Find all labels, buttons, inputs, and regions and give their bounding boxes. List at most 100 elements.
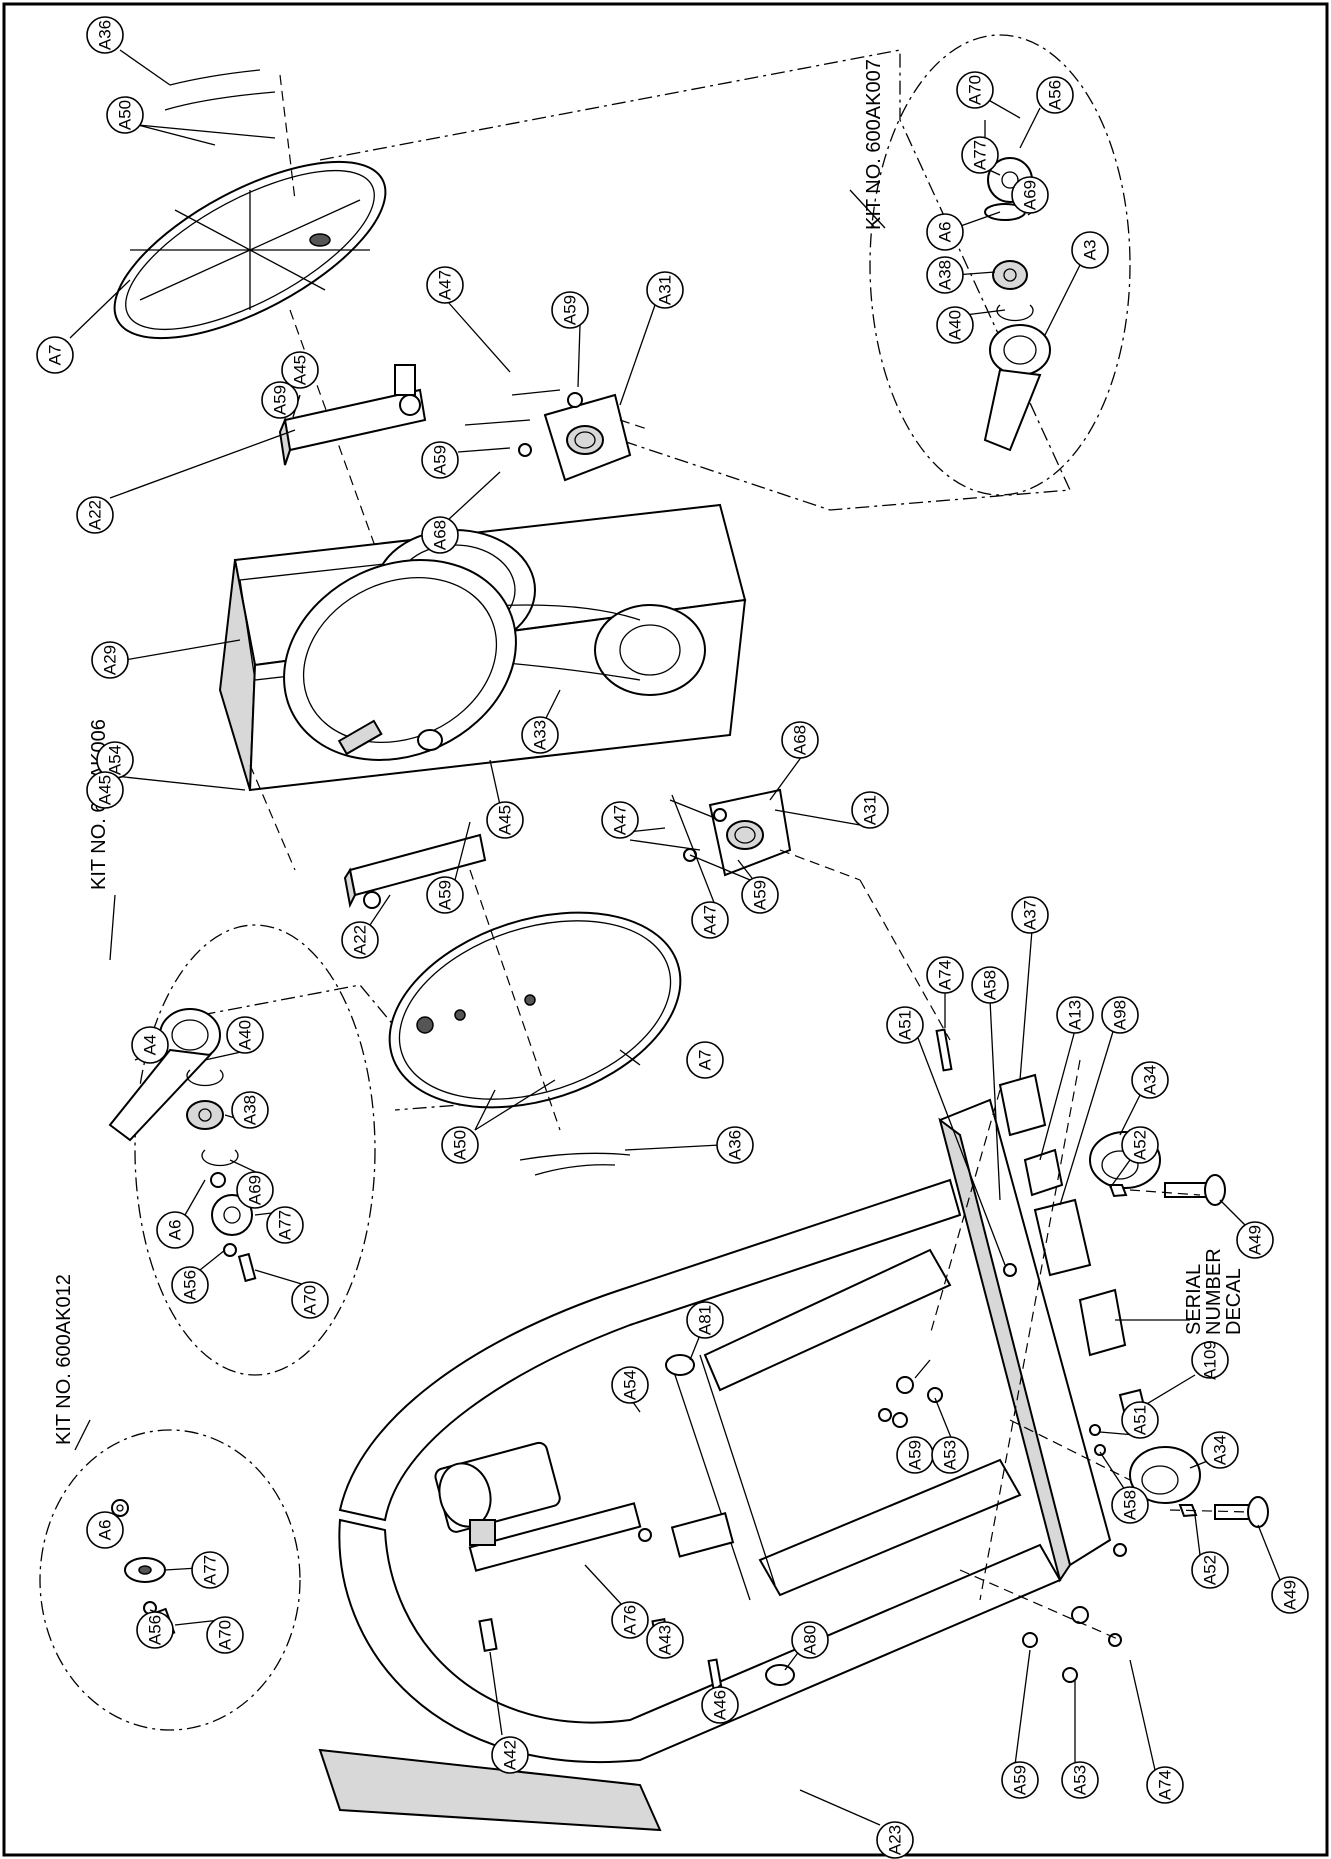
callout-circle <box>231 1091 269 1129</box>
decal-strip-lower <box>519 1152 631 1176</box>
callout-circle <box>1191 1551 1229 1589</box>
callout-circle <box>691 901 729 939</box>
callout-circle <box>491 1736 529 1774</box>
callout-a37: A37 <box>1011 896 1049 934</box>
callout-label: A45 <box>496 805 515 835</box>
callout-circle <box>1011 176 1049 214</box>
callout-circle <box>106 96 144 134</box>
callout-label: A29 <box>101 645 120 675</box>
callout-label: A59 <box>271 385 290 415</box>
callout-a54: A54 <box>96 741 134 779</box>
decal-line-1: SERIAL <box>1183 1264 1205 1335</box>
callout-label: A70 <box>966 75 985 105</box>
callout-a22: A22 <box>76 496 114 534</box>
callout-circle <box>781 721 819 759</box>
callout-a68: A68 <box>781 721 819 759</box>
callout-a47: A47 <box>691 901 729 939</box>
callout-circle <box>1201 1431 1239 1469</box>
callout-a40: A40 <box>226 1016 264 1054</box>
callout-label: A38 <box>936 260 955 290</box>
callout-circle <box>611 1366 649 1404</box>
callout-label: A59 <box>436 880 455 910</box>
callout-label: A43 <box>656 1625 675 1655</box>
callout-a59: A59 <box>421 441 459 479</box>
callout-a34: A34 <box>1201 1431 1239 1469</box>
callout-label: A6 <box>936 222 955 243</box>
callout-a109: A109 <box>1191 1340 1229 1380</box>
callout-label: A46 <box>711 1690 730 1720</box>
callout-label: A74 <box>936 960 955 990</box>
serial-number-decal-label: SERIAL NUMBER DECAL <box>1183 1248 1245 1335</box>
callout-label: A40 <box>946 310 965 340</box>
callout-a58: A58 <box>971 966 1009 1004</box>
callout-circle <box>426 876 464 914</box>
decal-line-2: NUMBER <box>1203 1248 1225 1335</box>
bearing-block-upper <box>464 389 632 482</box>
callout-label: A59 <box>1011 1765 1030 1795</box>
callout-circle <box>961 136 999 174</box>
callout-label: A69 <box>246 1175 265 1205</box>
callout-a47: A47 <box>426 266 464 304</box>
callout-label: A36 <box>96 20 115 50</box>
callout-label: A53 <box>1071 1765 1090 1795</box>
callout-a36: A36 <box>716 1126 754 1164</box>
callout-a59: A59 <box>551 291 589 329</box>
callout-a68: A68 <box>421 516 459 554</box>
callout-a77: A77 <box>961 136 999 174</box>
callout-label: A51 <box>1131 1405 1150 1435</box>
kit-link-dashed-left <box>174 984 462 1111</box>
callout-label: A76 <box>621 1605 640 1635</box>
callout-label: A54 <box>621 1370 640 1400</box>
callout-circle <box>521 716 559 754</box>
callout-a50: A50 <box>106 96 144 134</box>
callout-circle <box>686 1301 724 1339</box>
callout-a22: A22 <box>341 921 379 959</box>
callout-label: A13 <box>1066 1000 1085 1030</box>
callout-a69: A69 <box>1011 176 1049 214</box>
kit-link-dashed-box <box>319 49 1071 511</box>
callout-circle <box>171 1266 209 1304</box>
callout-a69: A69 <box>236 1171 274 1209</box>
callout-circle <box>426 266 464 304</box>
callout-circle <box>1061 1761 1099 1799</box>
callout-label: A77 <box>971 140 990 170</box>
callout-a33: A33 <box>521 716 559 754</box>
callout-label: A98 <box>1111 1000 1130 1030</box>
callout-label: A81 <box>696 1305 715 1335</box>
callout-circle <box>421 441 459 479</box>
callout-a80: A80 <box>791 1621 829 1659</box>
callout-circle <box>486 801 524 839</box>
callout-a31: A31 <box>851 791 889 829</box>
callout-circle <box>226 1016 264 1054</box>
callout-label: A23 <box>886 1825 905 1855</box>
callout-label: A36 <box>726 1130 745 1160</box>
callout-label: A50 <box>116 100 135 130</box>
callout-label: A59 <box>751 880 770 910</box>
callout-circle <box>971 966 1009 1004</box>
callout-label: A49 <box>1281 1580 1300 1610</box>
callout-a45: A45 <box>281 351 319 389</box>
callout-circle <box>36 336 74 374</box>
callout-label: A77 <box>201 1555 220 1585</box>
callout-a4: A4 <box>131 1026 169 1064</box>
callout-circle <box>421 516 459 554</box>
callout-a53: A53 <box>1061 1761 1099 1799</box>
callout-label: A58 <box>1121 1490 1140 1520</box>
callout-circle <box>956 71 994 109</box>
callout-label: A33 <box>531 720 550 750</box>
callout-a59: A59 <box>741 876 779 914</box>
callout-label: A54 <box>106 745 125 775</box>
transport-wheel-lower <box>1129 1446 1269 1528</box>
callout-label: A70 <box>301 1285 320 1315</box>
callout-circle <box>926 256 964 294</box>
decal-strip-upper <box>164 69 276 111</box>
callout-a59: A59 <box>426 876 464 914</box>
callout-a38: A38 <box>231 1091 269 1129</box>
callout-label: A37 <box>1021 900 1040 930</box>
callout-label: A58 <box>981 970 1000 1000</box>
callout-a51: A51 <box>1121 1401 1159 1439</box>
callout-circle <box>291 1281 329 1319</box>
callout-circle <box>136 1611 174 1649</box>
